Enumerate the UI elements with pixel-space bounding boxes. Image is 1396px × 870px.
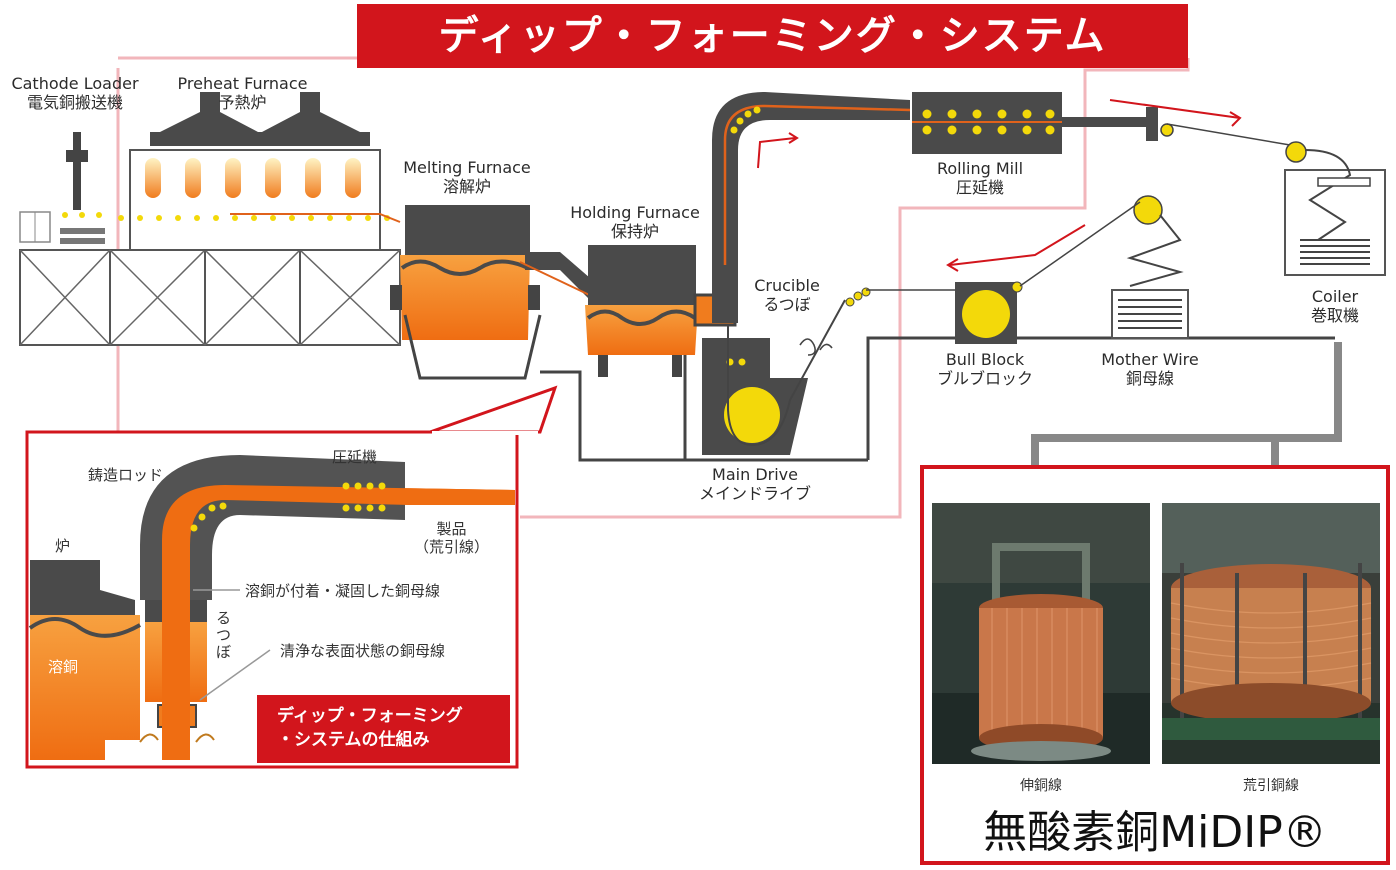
photo-drawn-wire <box>932 503 1150 764</box>
label-melting-furnace: Melting Furnace 溶解炉 <box>392 158 542 196</box>
label-coiler: Coiler 巻取機 <box>1295 287 1375 325</box>
coiler <box>1284 141 1386 276</box>
label-en: Bull Block <box>945 350 1025 369</box>
product-brand-name: 無酸素銅MiDIP® <box>983 807 1327 858</box>
label-en: Main Drive <box>712 465 798 484</box>
feed-line <box>230 213 401 223</box>
inset-label-cast-rod: 鋳造ロッド <box>88 466 164 484</box>
label-en: Rolling Mill <box>936 159 1024 178</box>
preheat-furnace <box>129 92 381 251</box>
main-drive <box>702 299 846 455</box>
caption-line2: ・システムの仕組み <box>277 730 430 750</box>
photo-rough-wire <box>1162 503 1380 764</box>
label-ja: 巻取機 <box>1310 306 1359 325</box>
label-ja: 電気銅搬送機 <box>26 93 123 112</box>
inset-note-clean: 清浄な表面状態の銅母線 <box>280 642 446 660</box>
holding-furnace <box>585 245 737 377</box>
label-en: Mother Wire <box>1101 350 1199 369</box>
product-line1: 製品 <box>436 520 467 538</box>
label-bull-block: Bull Block ブルブロック <box>925 350 1045 388</box>
product-line2: （荒引線） <box>414 538 490 556</box>
label-ja: 保持炉 <box>610 222 659 241</box>
casting-tower <box>712 92 911 323</box>
photo-caption-right: 荒引銅線 <box>1243 778 1299 794</box>
label-crucible: Crucible るつぼ <box>742 276 832 314</box>
conveyor-rollers <box>62 212 390 221</box>
label-ja: メインドライブ <box>698 484 811 503</box>
label-ja: 溶解炉 <box>442 177 491 196</box>
inset-label-furnace: 炉 <box>55 537 71 555</box>
launder <box>525 252 590 300</box>
label-en: Coiler <box>1311 287 1359 306</box>
mother-wire <box>1111 214 1189 339</box>
label-cathode-loader: Cathode Loader 電気銅搬送機 <box>10 74 140 112</box>
label-main-drive: Main Drive メインドライブ <box>690 465 820 503</box>
photo-caption-left: 伸銅線 <box>1020 778 1062 794</box>
inset-label-rolling-mill: 圧延機 <box>332 448 378 466</box>
label-ja: るつぼ <box>763 295 811 314</box>
base-truss <box>19 249 401 346</box>
inset-label-product: 製品 （荒引線） <box>414 520 489 556</box>
inset-label-crucible: るつぼ <box>216 609 232 661</box>
melting-furnace <box>390 205 542 380</box>
label-en: Crucible <box>754 276 820 295</box>
label-ja: 圧延機 <box>955 178 1004 197</box>
label-holding-furnace: Holding Furnace 保持炉 <box>560 203 710 241</box>
label-ja: 銅母線 <box>1125 369 1174 388</box>
label-en: Melting Furnace <box>403 158 531 177</box>
label-preheat-furnace: Preheat Furnace 予熱炉 <box>175 74 310 112</box>
label-mother-wire: Mother Wire 銅母線 <box>1090 350 1210 388</box>
bull-block <box>955 195 1163 344</box>
cathode-loader <box>19 132 105 244</box>
label-ja: ブルブロック <box>936 369 1033 388</box>
label-en: Cathode Loader <box>11 74 139 93</box>
label-rolling-mill: Rolling Mill 圧延機 <box>920 159 1040 197</box>
inset-note-solidified: 溶銅が付着・凝固した銅母線 <box>245 582 441 600</box>
label-en: Preheat Furnace <box>177 74 308 93</box>
rolling-mill <box>912 92 1291 154</box>
label-ja: 予熱炉 <box>218 93 267 112</box>
caption-line1: ディップ・フォーミング <box>277 706 463 726</box>
page-title: ディップ・フォーミング・システム <box>357 4 1188 68</box>
label-en: Holding Furnace <box>570 203 700 222</box>
inset-caption: ディップ・フォーミング ・システムの仕組み <box>257 695 510 763</box>
inset-label-molten-copper: 溶銅 <box>48 658 79 676</box>
